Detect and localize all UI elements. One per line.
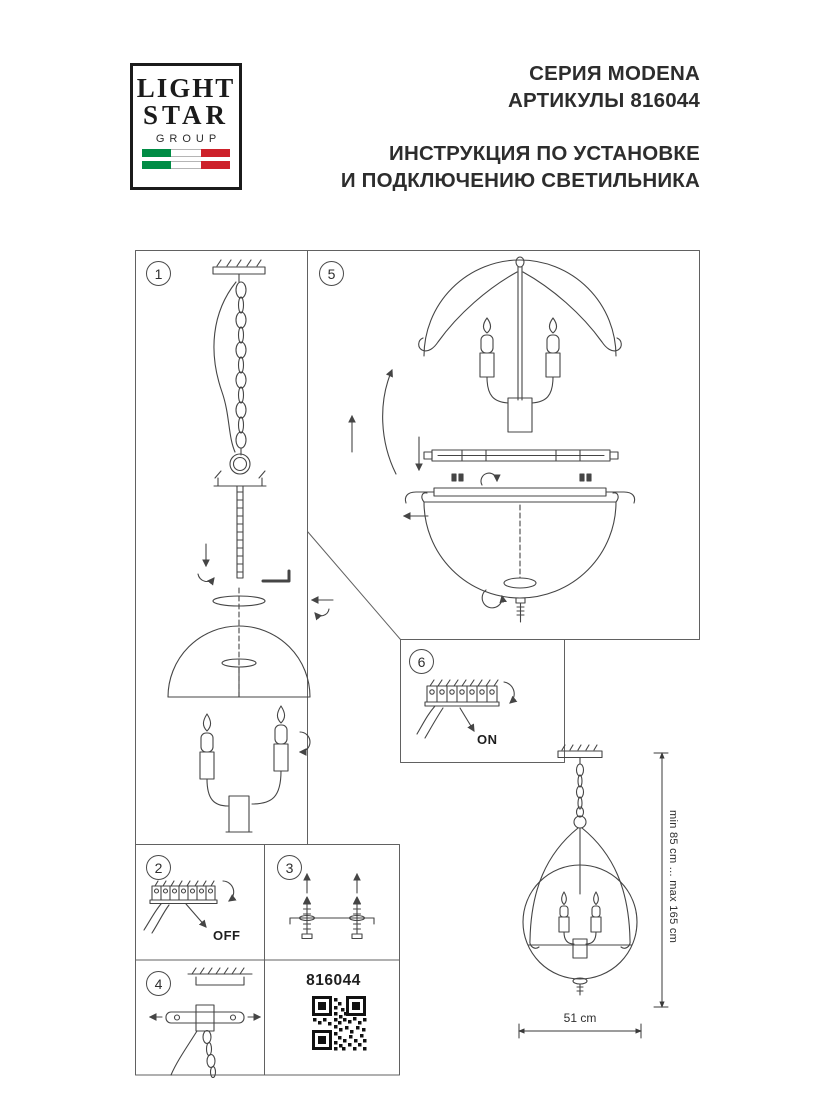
step-1-badge: 1 — [146, 261, 171, 286]
mounting-bar — [423, 449, 619, 462]
logo-word-light: LIGHT — [136, 73, 236, 103]
allen-key-icon — [261, 569, 291, 583]
logo-word-star: STAR — [142, 100, 230, 130]
qr-code-icon — [311, 995, 367, 1051]
step-2-badge: 2 — [146, 855, 171, 880]
rotation-arrow — [503, 681, 518, 704]
candle-bulbs — [199, 705, 311, 780]
width-dimension-label: 51 cm — [563, 1011, 597, 1025]
step-6-badge: 6 — [409, 649, 434, 674]
lightstar-logo: LIGHT STAR GROUP — [130, 63, 242, 190]
rotation-arrow — [481, 589, 507, 609]
wire — [424, 707, 444, 739]
frame-arch — [423, 259, 617, 357]
power-cable — [213, 281, 237, 453]
step-6-number: 6 — [417, 653, 426, 670]
step3-illustration — [289, 872, 375, 940]
step-5-number: 5 — [327, 265, 336, 282]
italy-flag-icon — [142, 161, 230, 169]
switch-on-label: ON — [477, 732, 498, 747]
instruction-title-line1: ИНСТРУКЦИЯ ПО УСТАНОВКЕ — [389, 142, 700, 165]
step-4-badge: 4 — [146, 971, 171, 996]
pointer-arrow — [185, 903, 207, 928]
series-title: СЕРИЯ MODENA — [529, 62, 700, 85]
italy-flag-icon — [142, 149, 230, 157]
pointer-arrow — [459, 707, 475, 732]
step2-illustration — [143, 880, 237, 934]
step-4-number: 4 — [154, 975, 163, 992]
height-dimension-line — [653, 752, 669, 1008]
articles-title: АРТИКУЛЫ 816044 — [507, 89, 700, 112]
chain-links — [202, 1029, 217, 1079]
step-3-badge: 3 — [277, 855, 302, 880]
anchor-screw — [348, 872, 366, 940]
product-overview-illustration — [518, 744, 669, 1039]
wire — [143, 903, 162, 931]
wire — [151, 904, 170, 934]
anchor-screw — [298, 872, 316, 940]
candle-bulbs — [479, 317, 561, 378]
step5-illustration — [348, 256, 636, 623]
document-titles: СЕРИЯ MODENA АРТИКУЛЫ 816044 ИНСТРУКЦИЯ … — [341, 60, 700, 194]
chain-links — [575, 763, 585, 818]
logo-word-group: GROUP — [155, 133, 222, 145]
finial-screw — [515, 597, 526, 623]
chain-links — [235, 281, 247, 449]
mounting-plate — [165, 1004, 245, 1032]
step-2-number: 2 — [154, 859, 163, 876]
width-dimension-line — [518, 1023, 642, 1039]
support-rail — [404, 487, 636, 504]
rotation-arrow — [480, 472, 501, 486]
rotation-arrow — [314, 608, 330, 621]
terminal-block — [149, 880, 218, 905]
rotation-arrow — [382, 368, 397, 475]
rotation-arrow — [197, 573, 215, 586]
step-5-badge: 5 — [319, 261, 344, 286]
height-dimension-label: min 85 cm ... max 165 cm — [667, 810, 679, 944]
switch-off-label: OFF — [213, 928, 241, 943]
step6-illustration — [416, 679, 518, 739]
terminal-block — [424, 679, 500, 707]
rotation-arrow — [298, 731, 311, 756]
step4-illustration — [148, 967, 262, 1079]
wire — [416, 705, 436, 735]
step-1-number: 1 — [154, 265, 163, 282]
step-3-number: 3 — [285, 859, 294, 876]
candle-bulbs — [558, 891, 602, 933]
power-cable — [170, 1030, 198, 1076]
dome-shade — [167, 625, 311, 698]
panel-borders — [135, 250, 700, 1076]
step1-illustration — [167, 259, 334, 833]
article-code: 816044 — [306, 972, 361, 989]
rotation-arrow — [222, 880, 237, 902]
instruction-title-line2: И ПОДКЛЮЧЕНИЮ СВЕТИЛЬНИКА — [340, 169, 700, 192]
